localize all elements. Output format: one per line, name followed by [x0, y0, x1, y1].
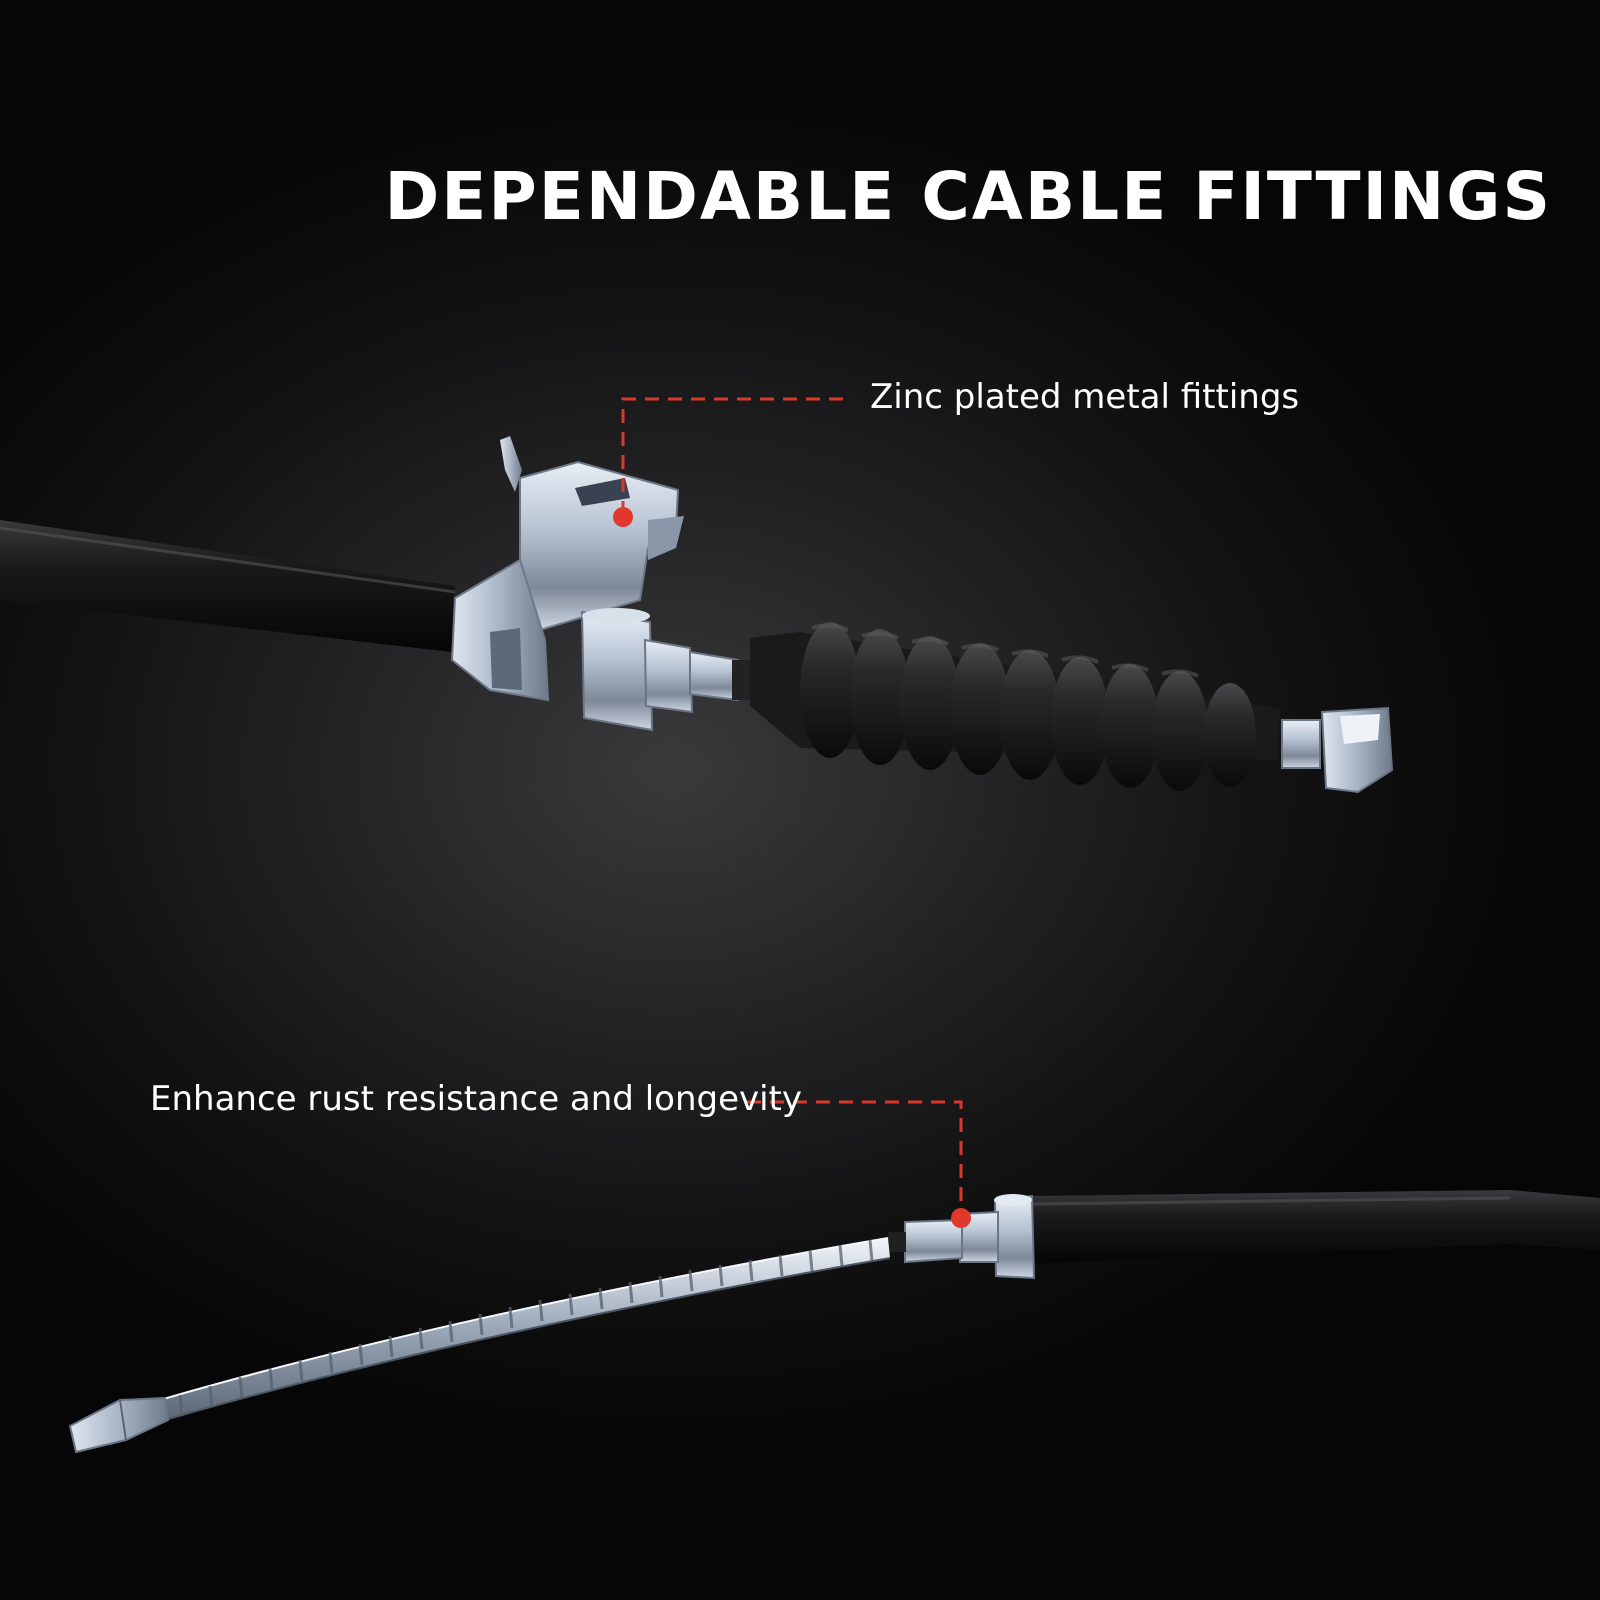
top-cable-sheath	[0, 520, 455, 652]
callout-dot-bottom	[951, 1208, 971, 1228]
callout-leader-top	[613, 397, 843, 527]
headline: DEPENDABLE CABLE FITTINGS	[384, 158, 1552, 235]
top-end-nipple	[1281, 706, 1394, 794]
bottom-cable-sheath	[1030, 1190, 1600, 1264]
callout-leader-bottom	[747, 1100, 971, 1228]
callout-label-rust-resistance: Enhance rust resistance and longevity	[150, 1079, 803, 1119]
bottom-ferrule	[888, 1194, 1036, 1280]
bottom-end-tip	[68, 1396, 170, 1454]
rubber-boot	[750, 622, 1280, 791]
top-ferrule	[580, 608, 750, 732]
zinc-bracket	[450, 436, 684, 702]
bottom-cable-assembly	[68, 1190, 1600, 1454]
top-cable-assembly	[0, 436, 1394, 794]
callout-label-zinc-fittings: Zinc plated metal fittings	[870, 377, 1300, 417]
coil-spring	[159, 1237, 891, 1421]
callout-dot-top	[613, 507, 633, 527]
